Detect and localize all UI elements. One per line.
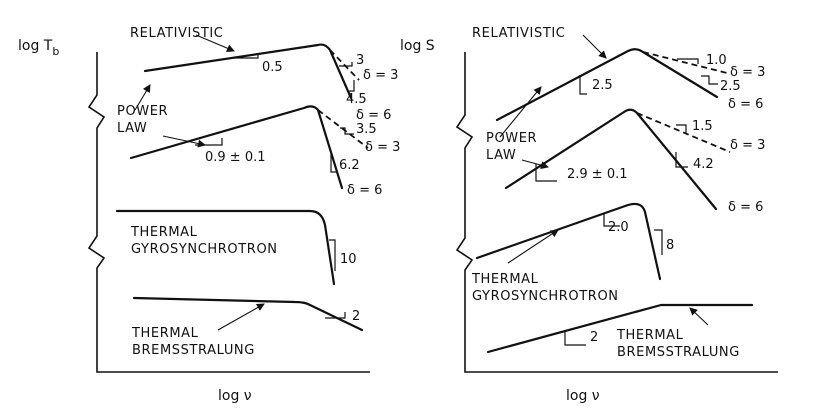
left-relativistic-delta-3: δ = 3 [363, 68, 398, 83]
left-relativistic-slope-rise: 0.5 [262, 60, 283, 75]
left-power-delta-3: δ = 3 [365, 140, 400, 155]
left-y-axis-label: log Tb [18, 38, 59, 58]
right-thermal-gyro-curve [475, 202, 663, 281]
left-thermal-gyro-curve [115, 209, 336, 286]
right-power-label-line1: POWER [486, 131, 537, 146]
left-panel: log Tb log ν RELATIVISTIC 0.5 3 4.5 δ = … [18, 26, 400, 404]
right-relativistic-slope-1-0: 1.0 [706, 53, 727, 68]
right-y-axis-label: log S [400, 38, 435, 54]
right-power-slope-rise: 2.9 ± 0.1 [567, 167, 628, 182]
left-brems-slope-2: 2 [352, 309, 360, 324]
left-gyro-label-line2: GYROSYNCHROTRON [131, 242, 278, 257]
left-brems-label-line2: BREMSSTRALUNG [132, 343, 255, 358]
left-relativistic-delta-6: δ = 6 [356, 108, 391, 123]
right-gyro-slope-rise: 2.0 [608, 220, 629, 235]
right-thermal-brems-curve [486, 303, 754, 354]
right-relativistic-delta-6: δ = 6 [728, 97, 763, 112]
right-relativistic-label: RELATIVISTIC [472, 26, 565, 41]
right-brems-label-line2: BREMSSTRALUNG [617, 345, 740, 360]
left-power-label-line2: LAW [117, 121, 147, 136]
right-panel: log S log ν RELATIVISTIC 2.5 1.0 2.5 δ =… [400, 26, 778, 404]
right-power-label-line2: LAW [486, 148, 516, 163]
left-relativistic-label: RELATIVISTIC [130, 26, 223, 41]
right-gyro-slope-8: 8 [666, 238, 674, 253]
right-relativistic-curve [495, 34, 728, 122]
left-gyro-label-line1: THERMAL [130, 225, 198, 240]
left-power-law-curve [129, 84, 369, 190]
right-relativistic-delta-3: δ = 3 [730, 65, 765, 80]
left-power-slope-rise: 0.9 ± 0.1 [205, 150, 266, 165]
right-gyro-label-line1: THERMAL [471, 272, 539, 287]
right-relativistic-slope-2-5: 2.5 [720, 79, 741, 94]
left-power-label-line1: POWER [117, 104, 168, 119]
left-power-slope-3-5: 3.5 [356, 122, 377, 137]
right-brems-label-line1: THERMAL [616, 328, 684, 343]
left-relativistic-curve [143, 34, 360, 100]
left-brems-label-line1: THERMAL [131, 326, 199, 341]
left-relativistic-slope-4-5: 4.5 [346, 92, 367, 107]
right-power-delta-3: δ = 3 [730, 138, 765, 153]
left-y-axis [87, 52, 370, 373]
right-power-slope-1-5: 1.5 [692, 119, 713, 134]
right-power-law-curve [499, 86, 731, 211]
right-gyro-label-line2: GYROSYNCHROTRON [472, 289, 619, 304]
left-thermal-brems-curve [132, 296, 364, 332]
right-brems-slope-2: 2 [590, 330, 598, 345]
right-relativistic-slope-rise: 2.5 [592, 78, 613, 93]
left-power-slope-6-2: 6.2 [339, 158, 360, 173]
left-power-delta-6: δ = 6 [347, 183, 382, 198]
left-relativistic-slope-3: 3 [356, 53, 364, 68]
right-y-axis [455, 52, 778, 373]
right-power-delta-6: δ = 6 [728, 200, 763, 215]
left-x-axis-label: log ν [218, 388, 252, 404]
right-power-slope-4-2: 4.2 [693, 157, 714, 172]
left-gyro-slope-10: 10 [340, 252, 357, 267]
right-x-axis-label: log ν [566, 388, 600, 404]
